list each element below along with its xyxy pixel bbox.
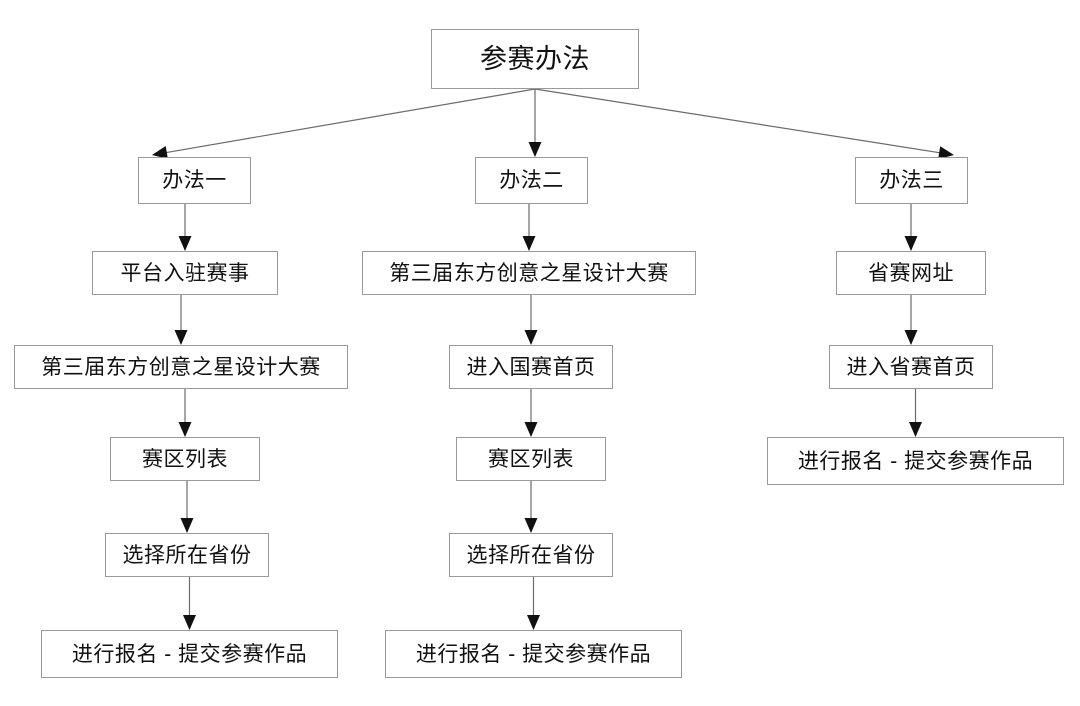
arrowhead-b2-s4: [524, 518, 538, 533]
arrowhead-b2-s3: [524, 422, 538, 437]
node-branch-3: 办法三: [855, 157, 968, 204]
node-branch-3-step-3-label: 进行报名 - 提交参赛作品: [797, 449, 1034, 473]
node-branch-3-label: 办法三: [879, 169, 944, 192]
node-branch-1-step-3-label: 赛区列表: [142, 447, 228, 471]
node-branch-1-step-4-label: 选择所在省份: [122, 543, 252, 567]
node-branch-2-step-1-label: 第三届东方创意之星设计大赛: [389, 261, 669, 285]
node-branch-2-step-5-label: 进行报名 - 提交参赛作品: [415, 642, 652, 666]
node-branch-2-step-4: 选择所在省份: [449, 533, 613, 577]
node-branch-1-step-2: 第三届东方创意之星设计大赛: [14, 345, 348, 389]
node-branch-2-step-3-label: 赛区列表: [488, 447, 574, 471]
arrowhead-b3-s1: [904, 236, 918, 251]
node-branch-2-step-3: 赛区列表: [456, 437, 606, 481]
node-branch-1-step-5: 进行报名 - 提交参赛作品: [41, 630, 338, 678]
arrowhead-b1-s3: [178, 422, 192, 437]
arrowhead-b1-s4: [180, 518, 194, 533]
node-branch-3-step-1-label: 省赛网址: [868, 261, 954, 285]
node-branch-3-step-2: 进入省赛首页: [829, 345, 993, 389]
edge-line-root-b3: [534, 88, 953, 156]
node-branch-1-step-1: 平台入驻赛事: [92, 251, 278, 295]
node-branch-2-label: 办法二: [499, 169, 564, 192]
node-branch-2-step-1: 第三届东方创意之星设计大赛: [362, 251, 696, 295]
arrowhead-b1-s1: [178, 236, 192, 251]
node-root-label: 参赛办法: [480, 43, 590, 74]
edge-line-root-b1: [153, 88, 536, 156]
node-branch-3-step-1: 省赛网址: [836, 251, 986, 295]
arrowhead-b3-s3: [909, 422, 922, 437]
arrowhead-root-b2: [528, 142, 542, 157]
node-branch-3-step-2-label: 进入省赛首页: [846, 355, 976, 379]
node-branch-2-step-2-label: 进入国赛首页: [466, 355, 596, 379]
node-branch-2: 办法二: [475, 157, 588, 204]
node-branch-2-step-5: 进行报名 - 提交参赛作品: [385, 630, 682, 678]
node-branch-1: 办法一: [138, 157, 251, 204]
node-branch-1-step-2-label: 第三届东方创意之星设计大赛: [41, 355, 321, 379]
node-branch-2-step-4-label: 选择所在省份: [466, 543, 596, 567]
node-branch-3-step-3: 进行报名 - 提交参赛作品: [767, 437, 1064, 485]
arrowhead-b3-s2: [904, 330, 918, 345]
node-branch-1-label: 办法一: [162, 169, 227, 192]
node-branch-1-step-3: 赛区列表: [110, 437, 260, 481]
arrowhead-b1-s2: [174, 330, 188, 345]
node-branch-1-step-4: 选择所在省份: [105, 533, 269, 577]
arrowhead-b1-s5: [183, 615, 196, 630]
arrowhead-b2-s1: [522, 236, 536, 251]
node-root: 参赛办法: [431, 29, 639, 89]
node-branch-1-step-5-label: 进行报名 - 提交参赛作品: [71, 642, 308, 666]
node-branch-1-step-1-label: 平台入驻赛事: [120, 261, 250, 285]
arrowhead-b2-s2: [524, 330, 538, 345]
arrowhead-b2-s5: [527, 615, 540, 630]
node-branch-2-step-2: 进入国赛首页: [449, 345, 613, 389]
